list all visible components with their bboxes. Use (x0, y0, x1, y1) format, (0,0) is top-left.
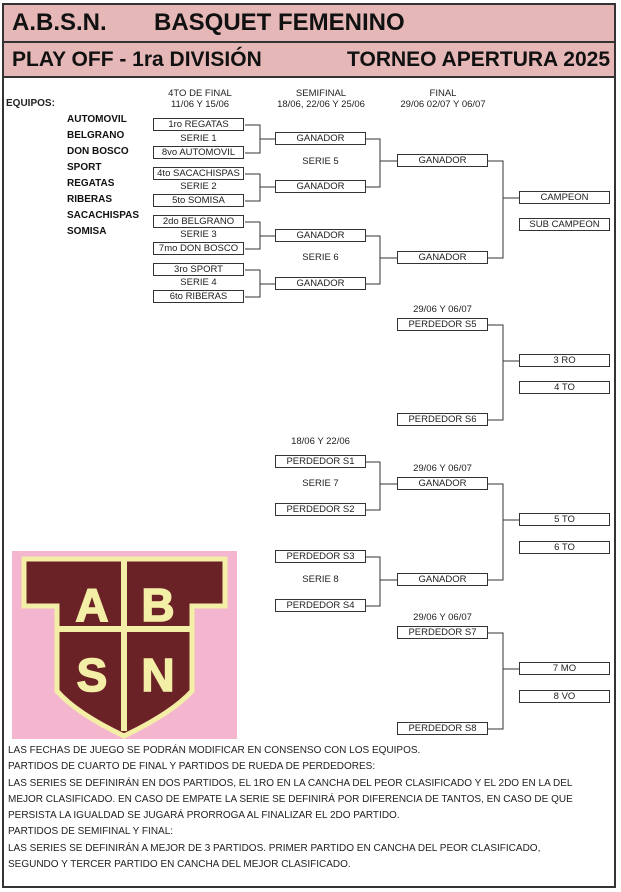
team-item: BELGRANO (67, 130, 125, 141)
quarter-team-box: 2do BELGRANO (153, 215, 244, 228)
connector-serie3 (245, 221, 275, 250)
note-line: PERSISTA LA IGUALDAD SE JUGARÁ PRORROGA … (8, 810, 400, 822)
quarter-header: 4TO DE FINAL 11/06 Y 15/06 (150, 88, 250, 110)
connector-serie1 (245, 124, 275, 154)
semi-dates: 18/06, 22/06 Y 25/06 (277, 99, 365, 110)
team-item: SOMISA (67, 226, 107, 237)
quarter-title: 4TO DE FINAL (168, 88, 232, 99)
note-line: SEGUNDO Y TERCER PARTIDO EN CANCHA DEL M… (8, 859, 351, 871)
serie-label: SERIE 3 (180, 229, 217, 240)
eighth-place-box: 8 VO (519, 690, 610, 703)
note-line: PARTIDOS DE SEMIFINAL Y FINAL: (8, 826, 174, 838)
note-line: LAS SERIES SE DEFINIRÁN A MEJOR DE 3 PAR… (8, 842, 541, 854)
tournament-title: TORNEO APERTURA 2025 (347, 47, 610, 71)
third-place-dates: 29/06 Y 06/07 (413, 304, 472, 315)
fifth-place-box: 5 TO (519, 513, 610, 526)
connector-third (488, 324, 519, 421)
quarter-team-box: 8vo AUTOMOVIL (153, 146, 244, 159)
team-item: SACACHISPAS (67, 210, 140, 221)
serie-label: SERIE 8 (302, 574, 339, 585)
connector-serie4 (245, 269, 275, 298)
rules-notes: LAS FECHAS DE JUEGO SE PODRÁN MODIFICAR … (8, 743, 608, 873)
loser-box: PERDEDOR S3 (275, 550, 366, 563)
connector-serie8 (366, 556, 397, 607)
note-line: LAS FECHAS DE JUEGO SE PODRÁN MODIFICAR … (8, 745, 421, 756)
serie-label: SERIE 2 (180, 181, 217, 192)
seventh-place-dates: 29/06 Y 06/07 (413, 612, 472, 623)
teams-label: EQUIPOS: (6, 98, 55, 109)
team-item: REGATAS (67, 178, 115, 189)
loser-box: PERDEDOR S7 (397, 626, 488, 639)
semi-winner-box: GANADOR (275, 229, 366, 242)
quarter-dates: 11/06 Y 15/06 (170, 99, 230, 110)
final-winner-box: GANADOR (397, 154, 488, 167)
losers-final-dates: 29/06 Y 06/07 (413, 463, 472, 474)
serie-label: SERIE 4 (180, 277, 217, 288)
losers-winner-box: GANADOR (397, 477, 488, 490)
connector-fifth (488, 483, 519, 581)
quarter-team-box: 6to RIBERAS (153, 290, 244, 303)
subtitle-row: PLAY OFF - 1ra DIVISIÓN TORNEO APERTURA … (2, 41, 616, 78)
losers-dates: 18/06 Y 22/06 (291, 436, 350, 447)
team-item: SPORT (67, 162, 102, 173)
quarter-team-box: 3ro SPORT (153, 263, 244, 276)
losers-winner-box: GANADOR (397, 573, 488, 586)
serie-label: SERIE 6 (302, 252, 339, 263)
semi-winner-box: GANADOR (275, 277, 366, 290)
connector-seventh (488, 632, 519, 730)
team-item: AUTOMOVIL (67, 114, 127, 125)
champion-box: CAMPEON (519, 191, 610, 204)
connector-serie6 (366, 235, 397, 285)
loser-box: PERDEDOR S8 (397, 722, 488, 735)
loser-box: PERDEDOR S2 (275, 503, 366, 516)
semi-header: SEMIFINAL 18/06, 22/06 Y 25/06 (260, 88, 382, 110)
note-line: PARTIDOS DE CUARTO DE FINAL Y PARTIDOS D… (8, 761, 376, 773)
page-title: BASQUET FEMENINO (154, 9, 405, 36)
connector-serie2 (245, 173, 275, 202)
runner-up-box: SUB CAMPEON (519, 218, 610, 231)
logo-letter: S (77, 649, 108, 701)
fourth-place-box: 4 TO (519, 381, 610, 394)
team-item: RIBERAS (67, 194, 113, 205)
logo-letter: A (75, 579, 108, 631)
sixth-place-box: 6 TO (519, 541, 610, 554)
quarter-team-box: 5to SOMISA (153, 194, 244, 207)
connector-serie7 (366, 461, 397, 511)
logo-letter: N (141, 649, 174, 701)
semi-title: SEMIFINAL (295, 88, 347, 99)
connector-final (488, 160, 519, 259)
team-item: DON BOSCO (67, 146, 129, 157)
loser-box: PERDEDOR S4 (275, 599, 366, 612)
serie-label: SERIE 1 (180, 133, 217, 144)
final-winner-box: GANADOR (397, 251, 488, 264)
loser-box: PERDEDOR S1 (275, 455, 366, 468)
note-line: LAS SERIES SE DEFINIRÁN EN DOS PARTIDOS,… (8, 777, 573, 789)
semi-winner-box: GANADOR (275, 132, 366, 145)
loser-box: PERDEDOR S5 (397, 318, 488, 331)
org-title: A.B.S.N. (12, 9, 107, 36)
note-line: MEJOR CLASIFICADO. EN CASO DE EMPATE LA … (8, 793, 573, 805)
semi-winner-box: GANADOR (275, 180, 366, 193)
subtitle: PLAY OFF - 1ra DIVISIÓN (12, 47, 262, 71)
final-dates: 29/06 02/07 Y 06/07 (400, 99, 486, 110)
serie-label: SERIE 7 (302, 478, 339, 489)
final-header: FINAL 29/06 02/07 Y 06/07 (388, 88, 498, 110)
quarter-team-box: 4to SACACHISPAS (153, 167, 244, 180)
absn-logo: A B S N (12, 551, 237, 739)
third-place-box: 3 RO (519, 354, 610, 367)
serie-label: SERIE 5 (302, 156, 339, 167)
quarter-team-box: 1ro REGATAS (153, 118, 244, 131)
seventh-place-box: 7 MO (519, 662, 610, 675)
loser-box: PERDEDOR S6 (397, 413, 488, 426)
final-title: FINAL (429, 88, 457, 99)
connector-serie5 (366, 138, 397, 188)
quarter-team-box: 7mo DON BOSCO (153, 242, 244, 255)
logo-letter: B (141, 579, 174, 631)
